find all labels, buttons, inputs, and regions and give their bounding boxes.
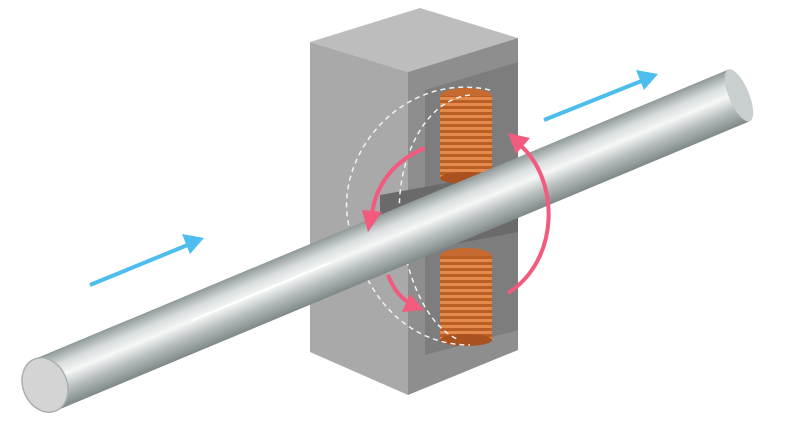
field-arrow-lower <box>386 274 424 312</box>
block-top-face <box>310 8 518 72</box>
rod <box>21 69 754 413</box>
block-front-face <box>310 42 408 395</box>
rod-end-face <box>21 357 69 413</box>
upper-coil <box>440 88 492 184</box>
flow-arrow-right <box>543 70 658 122</box>
rod-scratch <box>191 261 331 322</box>
lower-coil <box>440 248 492 346</box>
flow-arrow-left <box>89 234 204 287</box>
field-arrow-right <box>506 133 551 295</box>
field-arrow-upper <box>362 146 426 232</box>
